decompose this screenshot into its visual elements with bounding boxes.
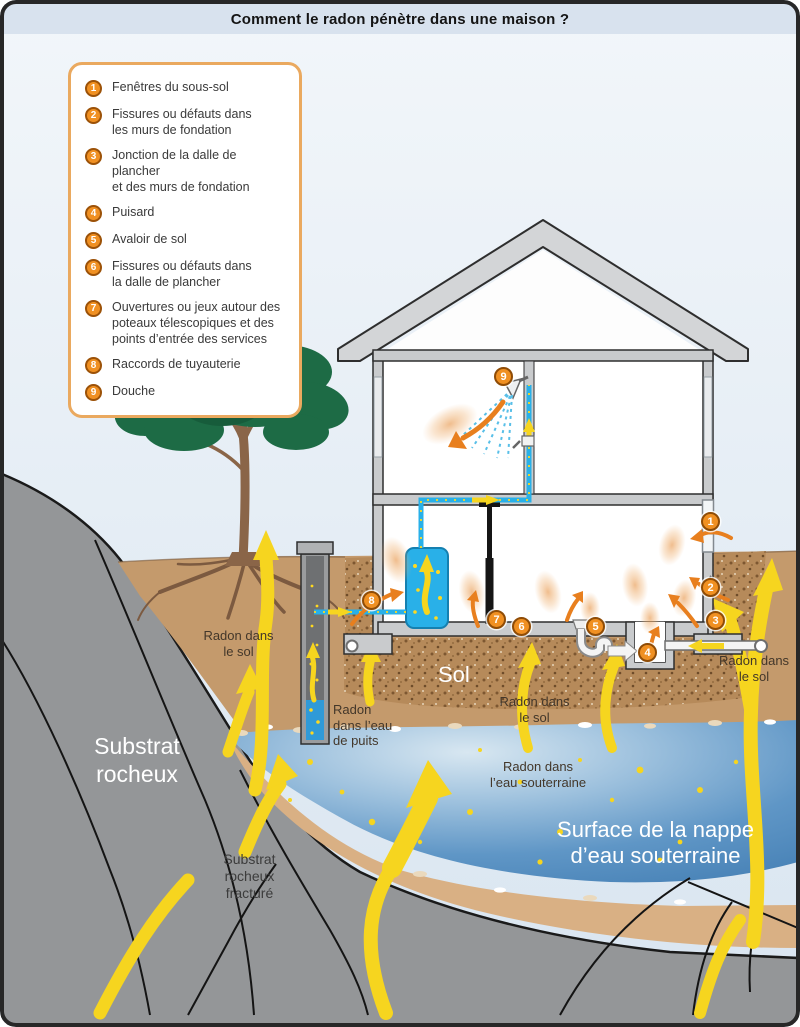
legend-label: Fenêtres du sous-sol bbox=[112, 80, 229, 94]
marker-8-pipe-joints: 8 bbox=[362, 591, 381, 610]
legend-marker-2: 2 bbox=[85, 107, 102, 124]
legend-marker-8: 8 bbox=[85, 357, 102, 374]
legend-item: 9 Douche bbox=[85, 383, 287, 401]
legend-marker-5: 5 bbox=[85, 232, 102, 249]
legend-label: Puisard bbox=[112, 205, 155, 219]
fixtures bbox=[314, 375, 768, 670]
roof bbox=[337, 219, 749, 362]
title-bar: Comment le radon pénètre dans une maison… bbox=[4, 4, 796, 34]
label-surface-nappe: Surface de la nappe d’eau souterraine bbox=[557, 817, 754, 868]
legend-item: 1 Fenêtres du sous-sol bbox=[85, 79, 287, 97]
radon-flows bbox=[93, 530, 783, 1020]
legend-item: 7 Ouvertures ou jeux autour des poteaux t… bbox=[85, 299, 287, 347]
legend-item: 2 Fissures ou défauts dans les murs de fo… bbox=[85, 106, 287, 138]
page-title: Comment le radon pénètre dans une maison… bbox=[230, 10, 570, 28]
groundwater bbox=[228, 720, 798, 883]
label-radon-sol-left: Radon dans le sol bbox=[203, 628, 274, 659]
label-radon-eau-souterraine: Radon dans l’eau souterraine bbox=[489, 759, 587, 790]
well bbox=[296, 541, 334, 745]
radon-wisps bbox=[379, 524, 697, 634]
legend-marker-6: 6 bbox=[85, 259, 102, 276]
marker-6-slab-crack: 6 bbox=[512, 617, 531, 636]
label-substrat-fracture: Substrat rocheux fracturé bbox=[223, 851, 276, 901]
label-radon-sol-right: Radon dans le sol bbox=[718, 653, 790, 684]
label-sol: Sol bbox=[438, 662, 470, 687]
legend-marker-4: 4 bbox=[85, 205, 102, 222]
legend-label: Avaloir de sol bbox=[112, 232, 187, 246]
legend-marker-9: 9 bbox=[85, 384, 102, 401]
legend-label: Fissures ou défauts dans la dalle de pla… bbox=[112, 259, 252, 289]
window-left bbox=[373, 376, 383, 458]
legend-label: Fissures ou défauts dans les murs de fon… bbox=[112, 107, 252, 137]
legend-marker-3: 3 bbox=[85, 148, 102, 165]
label-radon-sol-center: Radon dans le sol bbox=[499, 694, 570, 725]
legend-item: 4 Puisard bbox=[85, 204, 287, 222]
legend-label: Ouvertures ou jeux autour des poteaux té… bbox=[112, 300, 281, 346]
attic-beam bbox=[372, 349, 714, 362]
legend-label: Douche bbox=[112, 384, 156, 398]
legend-item: 6 Fissures ou défauts dans la dalle de pl… bbox=[85, 258, 287, 290]
label-radon-eau-puits: Radon dans l’eau de puits bbox=[333, 702, 393, 749]
marker-2-wall-crack: 2 bbox=[701, 578, 720, 597]
legend-label: Jonction de la dalle de plancher et des … bbox=[112, 148, 250, 194]
marker-3-slab-wall-junction: 3 bbox=[706, 611, 725, 630]
legend-item: 5 Avaloir de sol bbox=[85, 231, 287, 249]
gable bbox=[383, 250, 703, 352]
legend-marker-1: 1 bbox=[85, 80, 102, 97]
marker-5-floor-drain: 5 bbox=[586, 617, 605, 636]
marker-7-post-openings: 7 bbox=[487, 610, 506, 629]
window-right bbox=[703, 376, 713, 458]
legend-label: Raccords de tuyauterie bbox=[112, 357, 241, 371]
marker-1-basement-window: 1 bbox=[701, 512, 720, 531]
legend-item: 8 Raccords de tuyauterie bbox=[85, 356, 287, 374]
marker-4-sump: 4 bbox=[638, 643, 657, 662]
label-substrat-rocheux: Substrat rocheux bbox=[94, 733, 180, 787]
rock-fractures bbox=[1, 539, 799, 1016]
marker-9-shower: 9 bbox=[494, 367, 513, 386]
legend-marker-7: 7 bbox=[85, 300, 102, 317]
legend-item: 3 Jonction de la dalle de plancher et des… bbox=[85, 147, 287, 195]
